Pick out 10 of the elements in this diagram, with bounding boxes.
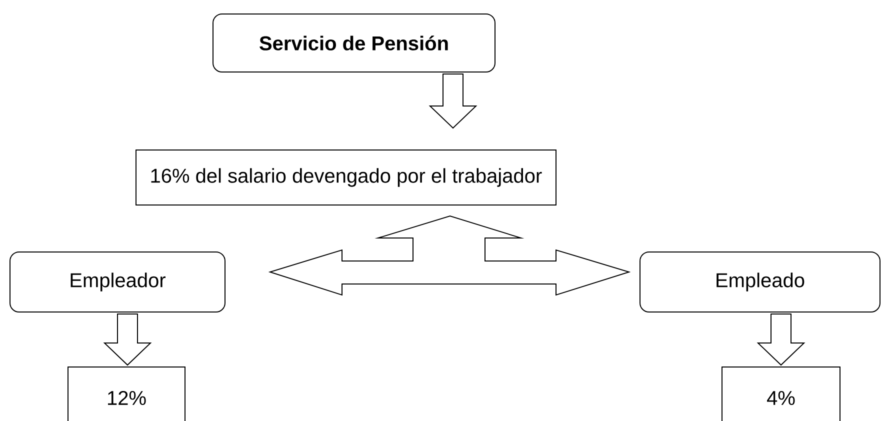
rounded-box: Empleador: [10, 252, 226, 312]
rounded-box: Servicio de Pensión: [212, 14, 496, 72]
block-arrow: [756, 314, 806, 366]
process-box: 16% del salario devengado por el trabajador: [136, 150, 556, 206]
block-arrow: [103, 314, 152, 366]
rounded-box: Empleado: [640, 252, 880, 312]
block-arrow: [428, 74, 478, 129]
three-way-arrow: [268, 215, 631, 296]
process-box: 4%: [722, 366, 840, 421]
process-box: 12%: [68, 366, 186, 421]
